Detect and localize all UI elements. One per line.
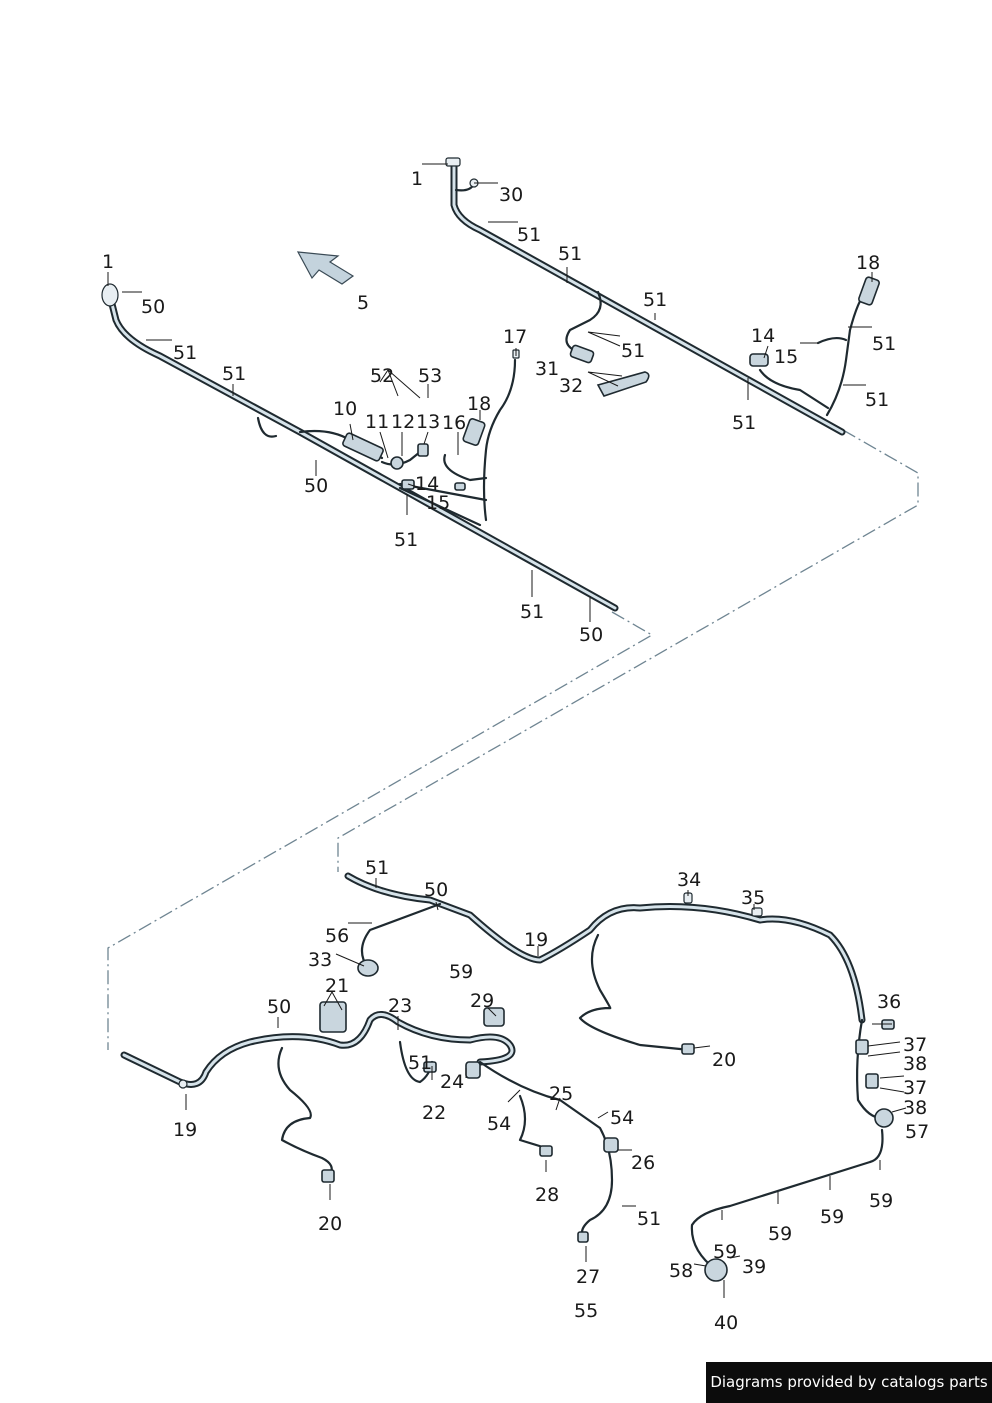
callout-51: 51 <box>732 412 756 434</box>
callout-50: 50 <box>141 296 165 318</box>
callout-1: 1 <box>102 251 114 273</box>
callout-40: 40 <box>714 1312 738 1334</box>
harness-connection-outline <box>107 429 919 1050</box>
callout-19: 19 <box>524 929 548 951</box>
callout-5: 5 <box>357 292 369 314</box>
callout-29: 29 <box>470 990 494 1012</box>
callout-56: 56 <box>325 925 349 947</box>
callout-59: 59 <box>449 961 473 983</box>
callout-17: 17 <box>503 326 527 348</box>
callout-50: 50 <box>424 879 448 901</box>
callout-50: 50 <box>304 475 328 497</box>
callout-51: 51 <box>365 857 389 879</box>
leader-lines <box>107 163 907 1298</box>
callout-55: 55 <box>574 1300 598 1322</box>
callout-51: 51 <box>173 342 197 364</box>
callouts-top-left: 1 50 51 51 5 52 53 17 10 11 12 13 16 18 … <box>102 251 603 646</box>
callout-39: 39 <box>742 1256 766 1278</box>
callout-24: 24 <box>440 1071 464 1093</box>
callout-22: 22 <box>422 1102 446 1124</box>
callout-58: 58 <box>669 1260 693 1282</box>
callouts-top-right: 1 30 51 51 51 51 31 32 51 14 15 18 51 51 <box>411 168 896 434</box>
callout-20: 20 <box>712 1049 736 1071</box>
callouts-bottom: 51 50 19 34 35 56 33 59 21 50 23 29 20 3… <box>173 857 929 1334</box>
callout-37: 37 <box>903 1077 927 1099</box>
callout-20: 20 <box>318 1213 342 1235</box>
callout-53: 53 <box>418 365 442 387</box>
callout-23: 23 <box>388 995 412 1017</box>
catalog-credit-banner: Diagrams provided by catalogs parts <box>706 1362 992 1403</box>
upper-right-harness <box>445 157 880 436</box>
callout-30: 30 <box>499 184 523 206</box>
callout-15: 15 <box>426 492 450 514</box>
callout-11: 11 <box>365 411 389 433</box>
callout-59: 59 <box>869 1190 893 1212</box>
callout-32: 32 <box>559 375 583 397</box>
upper-left-harness <box>101 283 619 612</box>
direction-arrow-icon <box>296 251 355 285</box>
callout-14: 14 <box>751 325 775 347</box>
callout-15: 15 <box>774 346 798 368</box>
callout-51: 51 <box>558 243 582 265</box>
callout-12: 12 <box>391 411 415 433</box>
callout-51: 51 <box>643 289 667 311</box>
callout-51: 51 <box>394 529 418 551</box>
callout-51: 51 <box>408 1052 432 1074</box>
callout-57: 57 <box>905 1121 929 1143</box>
callout-38: 38 <box>903 1053 927 1075</box>
callout-50: 50 <box>267 996 291 1018</box>
callout-26: 26 <box>631 1152 655 1174</box>
callout-37: 37 <box>903 1034 927 1056</box>
callout-33: 33 <box>308 949 332 971</box>
callout-50: 50 <box>579 624 603 646</box>
callout-31: 31 <box>535 358 559 380</box>
callout-21: 21 <box>325 975 349 997</box>
callout-51: 51 <box>222 363 246 385</box>
callout-10: 10 <box>333 398 357 420</box>
callout-27: 27 <box>576 1266 600 1288</box>
callout-18: 18 <box>856 252 880 274</box>
callout-51: 51 <box>621 340 645 362</box>
callout-54: 54 <box>487 1113 511 1135</box>
callout-51: 51 <box>872 333 896 355</box>
callout-16: 16 <box>442 412 466 434</box>
callout-28: 28 <box>535 1184 559 1206</box>
callout-36: 36 <box>877 991 901 1013</box>
callout-34: 34 <box>677 869 701 891</box>
callout-51: 51 <box>520 601 544 623</box>
callout-51: 51 <box>637 1208 661 1230</box>
callout-19: 19 <box>173 1119 197 1141</box>
callout-35: 35 <box>741 887 765 909</box>
callout-25: 25 <box>549 1083 573 1105</box>
callout-52: 52 <box>370 365 394 387</box>
callout-51: 51 <box>865 389 889 411</box>
callout-59: 59 <box>768 1223 792 1245</box>
callout-54: 54 <box>610 1107 634 1129</box>
callout-14: 14 <box>415 473 439 495</box>
callout-38: 38 <box>903 1097 927 1119</box>
callout-18: 18 <box>467 393 491 415</box>
callout-59: 59 <box>713 1241 737 1263</box>
callout-13: 13 <box>416 411 440 433</box>
callout-59: 59 <box>820 1206 844 1228</box>
callout-51: 51 <box>517 224 541 246</box>
callout-1: 1 <box>411 168 423 190</box>
lower-harness <box>120 872 895 1282</box>
